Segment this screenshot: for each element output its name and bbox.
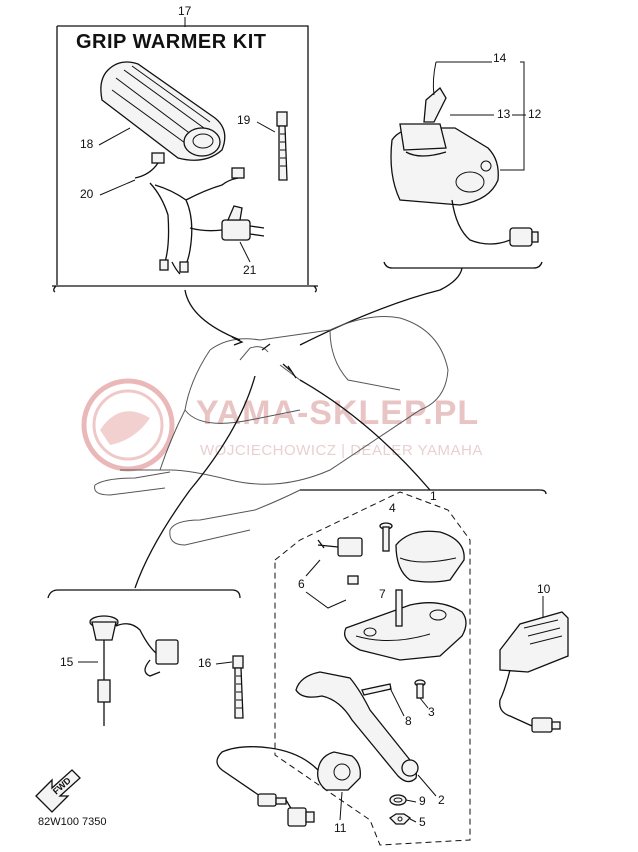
callout-11: 11 [334, 821, 347, 835]
callout-6: 6 [298, 577, 305, 591]
callout-5: 5 [419, 815, 426, 829]
throttle-housing-icon [343, 589, 467, 661]
lever-screw-icon [361, 683, 392, 696]
cable-switch-icon [317, 537, 363, 585]
plug-connector-icon [89, 615, 179, 726]
callout-1: 1 [430, 489, 437, 503]
kit-title: GRIP WARMER KIT [76, 31, 266, 53]
callout-18: 18 [80, 137, 94, 151]
callout-21: 21 [243, 263, 257, 277]
callout-14: 14 [493, 51, 507, 65]
callout-17: 17 [178, 4, 192, 18]
diagram-code: 82W100 7350 [38, 816, 107, 828]
callout-19: 19 [237, 113, 251, 127]
bushing-icon [389, 794, 407, 806]
snowmobile-outline [94, 316, 449, 546]
callout-4: 4 [389, 501, 396, 515]
callout-12: 12 [528, 107, 542, 121]
handlebar-switch-housing-icon [390, 87, 539, 247]
callout-9: 9 [419, 794, 426, 808]
callout-10: 10 [537, 582, 551, 596]
callout-2: 2 [438, 793, 445, 807]
throttle-assembly-box [274, 491, 471, 846]
grip-heater-icon [100, 61, 226, 161]
callout-7: 7 [379, 587, 386, 601]
callout-20: 20 [80, 187, 94, 201]
screw-icon [414, 679, 426, 699]
watermark-logo-icon [81, 378, 175, 472]
wire-harness-icon [134, 152, 245, 275]
grip-warmer-kit-box [52, 25, 318, 293]
callout-15: 15 [60, 655, 74, 669]
throttle-lever-icon [295, 671, 419, 783]
bolt-icon [379, 522, 393, 552]
forward-arrow-icon: FWD [35, 769, 81, 813]
throttle-sensor-icon [216, 746, 361, 827]
toggle-switch-icon [221, 205, 265, 241]
callout-16: 16 [198, 656, 212, 670]
callout-8: 8 [405, 714, 412, 728]
cable-tie-icon [232, 655, 244, 719]
nut-icon [388, 813, 412, 825]
callout-3: 3 [428, 705, 435, 719]
control-unit-icon [499, 611, 569, 733]
throttle-cover-icon [395, 530, 465, 583]
watermark-brand: YAMA-SKLEP.PL [196, 394, 479, 432]
watermark-subtitle: WOJCIECHOWICZ | DEALER YAMAHA [200, 442, 483, 459]
callout-13: 13 [497, 107, 511, 121]
cable-tie-icon [276, 111, 288, 181]
